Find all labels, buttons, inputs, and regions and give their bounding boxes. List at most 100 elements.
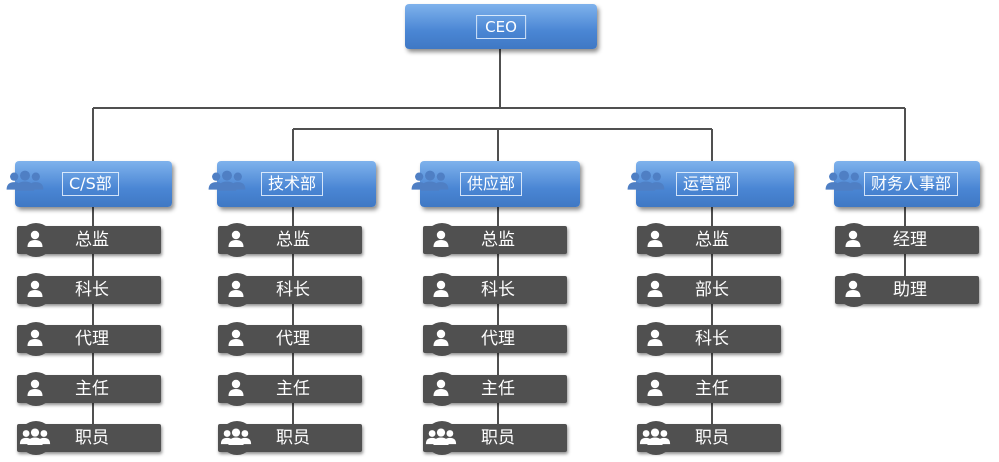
role-box: 代理 <box>17 322 161 356</box>
person-icon <box>27 379 43 396</box>
role-box: 主任 <box>423 371 567 406</box>
role-icon-badge <box>423 322 459 356</box>
role-box: 代理 <box>423 322 567 356</box>
role-box: 主任 <box>637 371 781 406</box>
person-icon <box>228 379 244 396</box>
role-box: 主任 <box>218 371 362 406</box>
role-label: 代理 <box>481 329 515 349</box>
role-icon-badge <box>218 223 254 257</box>
role-icon-badge <box>423 272 459 307</box>
department-group-icon <box>207 168 247 198</box>
department-box: 运营部 <box>627 161 794 207</box>
role-label: 科长 <box>481 279 515 300</box>
role-label: 职员 <box>75 428 109 448</box>
department-box: 供应部 <box>411 161 580 207</box>
person-icon <box>647 329 663 346</box>
role-box: 科长 <box>218 272 362 307</box>
role-box: 科长 <box>637 322 781 356</box>
role-label: 科长 <box>695 329 729 349</box>
role-icon-badge <box>17 371 53 406</box>
role-icon-badge <box>218 371 254 406</box>
person-icon <box>647 379 663 396</box>
role-icon-badge <box>218 272 254 307</box>
role-label: 代理 <box>276 329 310 349</box>
person-icon <box>228 329 244 346</box>
role-icon-badge <box>423 371 459 406</box>
person-icon <box>228 280 244 297</box>
role-box: 总监 <box>218 223 362 257</box>
department-label: C/S部 <box>62 172 119 196</box>
department-group-icon <box>410 168 450 198</box>
role-box: 主任 <box>17 371 161 406</box>
role-label: 主任 <box>481 378 515 399</box>
role-box: 助理 <box>835 272 979 307</box>
role-icon-badge <box>637 223 673 257</box>
role-label: 部长 <box>695 279 729 300</box>
person-icon <box>845 230 861 247</box>
person-icon <box>845 280 861 297</box>
role-label: 主任 <box>695 378 729 399</box>
department-group-icon <box>626 168 666 198</box>
person-icon <box>433 280 449 297</box>
person-icon <box>228 230 244 247</box>
ceo-box: CEO <box>405 4 597 49</box>
role-label: 总监 <box>276 230 310 250</box>
role-label: 总监 <box>695 230 729 250</box>
department-group-icon <box>824 168 864 198</box>
role-label: 职员 <box>481 428 515 448</box>
role-icon-badge <box>637 272 673 307</box>
role-box: 总监 <box>637 223 781 257</box>
role-box: 职员 <box>218 421 362 455</box>
person-icon <box>433 329 449 346</box>
role-icon-badge <box>17 223 53 257</box>
people-group-icon <box>411 170 449 191</box>
role-box: 职员 <box>17 421 161 455</box>
people-group-icon <box>208 170 246 191</box>
department-group-icon <box>5 168 45 198</box>
person-icon <box>647 280 663 297</box>
role-label: 科长 <box>276 279 310 300</box>
role-icon-badge <box>835 223 871 257</box>
people-group-icon <box>19 428 51 445</box>
ceo-label: CEO <box>476 14 526 39</box>
department-box: 财务人事部 <box>825 161 980 207</box>
role-box: 代理 <box>218 322 362 356</box>
department-label: 供应部 <box>460 172 523 196</box>
person-icon <box>647 230 663 247</box>
role-label: 主任 <box>276 378 310 399</box>
person-icon <box>433 379 449 396</box>
role-icon-badge <box>637 371 673 406</box>
department-label: 运营部 <box>676 172 739 196</box>
role-icon-badge <box>637 322 673 356</box>
role-label: 职员 <box>695 428 729 448</box>
role-icon-badge <box>218 322 254 356</box>
role-box: 职员 <box>423 421 567 455</box>
role-icon-badge <box>835 272 871 307</box>
role-box: 职员 <box>637 421 781 455</box>
role-label: 职员 <box>276 428 310 448</box>
role-label: 代理 <box>75 329 109 349</box>
people-group-icon <box>639 428 671 445</box>
role-label: 经理 <box>893 230 927 250</box>
department-box: C/S部 <box>6 161 172 207</box>
role-label: 科长 <box>75 279 109 300</box>
people-group-icon <box>627 170 665 191</box>
person-icon <box>27 230 43 247</box>
person-icon <box>433 230 449 247</box>
role-box: 科长 <box>17 272 161 307</box>
role-label: 总监 <box>75 230 109 250</box>
person-icon <box>27 280 43 297</box>
role-box: 总监 <box>17 223 161 257</box>
people-group-icon <box>6 170 44 191</box>
people-group-icon <box>825 170 863 191</box>
role-label: 总监 <box>481 230 515 250</box>
role-box: 经理 <box>835 223 979 257</box>
role-icon-badge <box>17 272 53 307</box>
department-label: 财务人事部 <box>864 172 959 196</box>
department-box: 技术部 <box>208 161 376 207</box>
role-box: 科长 <box>423 272 567 307</box>
role-box: 部长 <box>637 272 781 307</box>
person-icon <box>27 329 43 346</box>
role-box: 总监 <box>423 223 567 257</box>
people-group-icon <box>220 428 252 445</box>
